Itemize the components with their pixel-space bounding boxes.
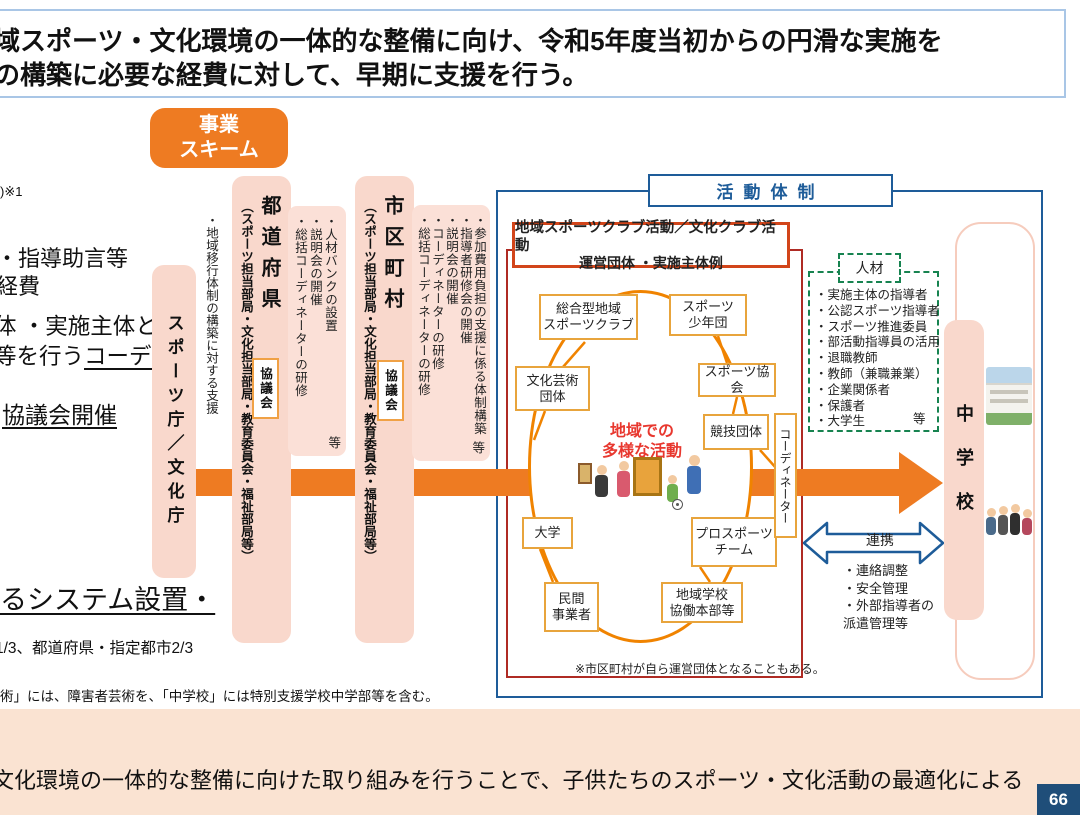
fragment-entity: 体 ・実施主体と [0,314,158,339]
personnel-etc: 等 [913,412,926,426]
soccer-kid-figure [667,475,678,502]
sports-agency-bar: スポーツ庁／文化庁 [152,265,196,578]
prefecture-bullets: ・総括コーディネーターの研修 ・説明会の開催 ・人材バンクの設置 等 [288,206,346,456]
flow-arrow-head [899,452,943,514]
agency-support-text: ・地域移行体制の構築に対する支援 [204,214,218,414]
personnel-list: ・実施主体の指導者 ・公認スポーツ指導者 ・スポーツ推進委員 ・部活動指導員の活… [815,288,940,430]
cooperation-item: ・安全管理 [843,580,909,596]
fragment-subsidy-rate: 1/3、都道府県・指定都市2/3 [0,640,194,657]
prefecture-title: 都道府県 [258,195,280,319]
jumping-player-figure [687,455,701,494]
personnel-item: ・部活動指導員の活用 [815,335,941,350]
scheme-badge: 事業 スキーム [150,108,288,168]
entity-pro-sports-team: プロスポーツ チーム [691,517,777,567]
operator-example-line1: 地域スポーツクラブ活動／文化クラブ活動 [515,219,776,254]
municipality-column: 市区町村 （スポーツ担当部局・文化担当部局・教育委員会・福祉部局等） [355,176,414,643]
cooperation-item: ・外部指導者の派遣管理等 [843,598,935,631]
fragment-expense: 経費 [0,274,41,299]
cooperation-label: 連携 [866,532,894,548]
fragment-guidance: ・指導助言等 [0,246,129,271]
personnel-item: ・スポーツ推進委員 [815,319,928,334]
center-activity-text: 地域での 多様な活動 [601,423,682,460]
entity-competition-group: 競技団体 [703,414,769,450]
personnel-item: ・企業関係者 [815,382,891,397]
personnel-title: 人材 [838,253,901,283]
fragment-council: 協議会開催 [2,402,117,428]
entity-sports-youth-group: スポーツ 少年団 [669,294,747,336]
personnel-item: ・保護者 [815,398,866,413]
municipality-council-box: 協議会 [377,360,404,421]
personnel-item: ・教師（兼職兼業） [815,366,928,381]
artwork-small-icon [578,463,592,484]
art-viewer-figure-2 [617,461,630,497]
middle-school-bar: 中学校 [944,320,984,620]
municipality-bullets-etc: 等 [472,441,485,455]
entity-sports-association: スポーツ協会 [698,363,776,397]
entity-community-school-hq: 地域学校 協働本部等 [661,582,743,623]
personnel-item: ・実施主体の指導者 [815,288,928,302]
artwork-large-icon [633,457,662,496]
soccer-ball-icon [672,499,683,510]
cooperation-item: ・連絡調整 [843,563,909,578]
fragment-footnote: 術」には、障害者芸術を、「中学校」には特別支援学校中学部等を含む。 [0,689,439,704]
prefecture-council-box: 協議会 [252,358,279,419]
prefecture-bullets-etc: 等 [328,436,341,450]
personnel-box [808,271,939,432]
fragment-coordinator: 等を行うコーディ [0,339,172,371]
entity-private-business: 民間 事業者 [544,582,599,632]
students-photo [986,504,1034,552]
fragment-coordinator-plain: 等を行う [0,344,85,369]
operator-example-line2: 運営団体 ・実施主体例 [579,254,723,271]
fragment-system: るシステム設置・ [0,585,216,615]
scheme-badge-line2: スキーム [179,139,259,161]
prefecture-subtitle: （スポーツ担当部局・文化担当部局・教育委員会・福祉部局等） [239,200,253,563]
personnel-item: ・退職教師 [815,351,878,366]
operator-example-header: 地域スポーツクラブ活動／文化クラブ活動 運営団体 ・実施主体例 [512,219,790,271]
coordinator-box: コーディネーター [774,413,797,538]
cooperation-list: ・連絡調整 ・安全管理 ・外部指導者の派遣管理等 [843,562,943,632]
entity-university: 大学 [522,517,573,549]
municipality-subtitle: （スポーツ担当部局・文化担当部局・教育委員会・福祉部局等） [362,200,376,563]
header-line-1: 域スポーツ・文化環境の一体的な整備に向け、令和5年度当初からの円滑な実施を [0,26,943,56]
art-viewer-figure-1 [595,465,608,497]
entity-sports-club: 総合型地域 スポーツクラブ [539,294,638,340]
entity-culture-arts-group: 文化芸術 団体 [515,366,590,411]
cooperation-arrow [803,521,944,565]
footnote-ref: )※1 [0,184,23,199]
municipality-bullets: ・総括コーディネーターの研修 ・コーディネーターの研修 ・説明会の開催 ・指導者… [412,205,490,461]
school-photo [986,367,1032,425]
bottom-summary-text: 文化環境の一体的な整備に向けた取り組みを行うことで、子供たちのスポーツ・文化活動… [0,768,1024,793]
municipality-title: 市区町村 [381,195,403,319]
prefecture-column: 都道府県 （スポーツ担当部局・文化担当部局・教育委員会・福祉部局等） [232,176,291,643]
bottom-summary-bar: 文化環境の一体的な整備に向けた取り組みを行うことで、子供たちのスポーツ・文化活動… [0,709,1080,815]
header-line-2: の構築に必要な経費に対して、早期に支援を行う。 [0,60,589,90]
header-box: 域スポーツ・文化環境の一体的な整備に向け、令和5年度当初からの円滑な実施を の構… [0,9,1066,98]
scheme-badge-line1: 事業 [199,114,239,136]
page-number: 66 [1037,784,1080,815]
personnel-item: ・大学生 [815,414,866,429]
municipality-note: ※市区町村が自ら運営団体となることもある。 [575,662,825,676]
personnel-item: ・公認スポーツ指導者 [815,303,940,318]
activity-title: 活動体制 [648,174,893,207]
activities-illustration [575,455,715,513]
